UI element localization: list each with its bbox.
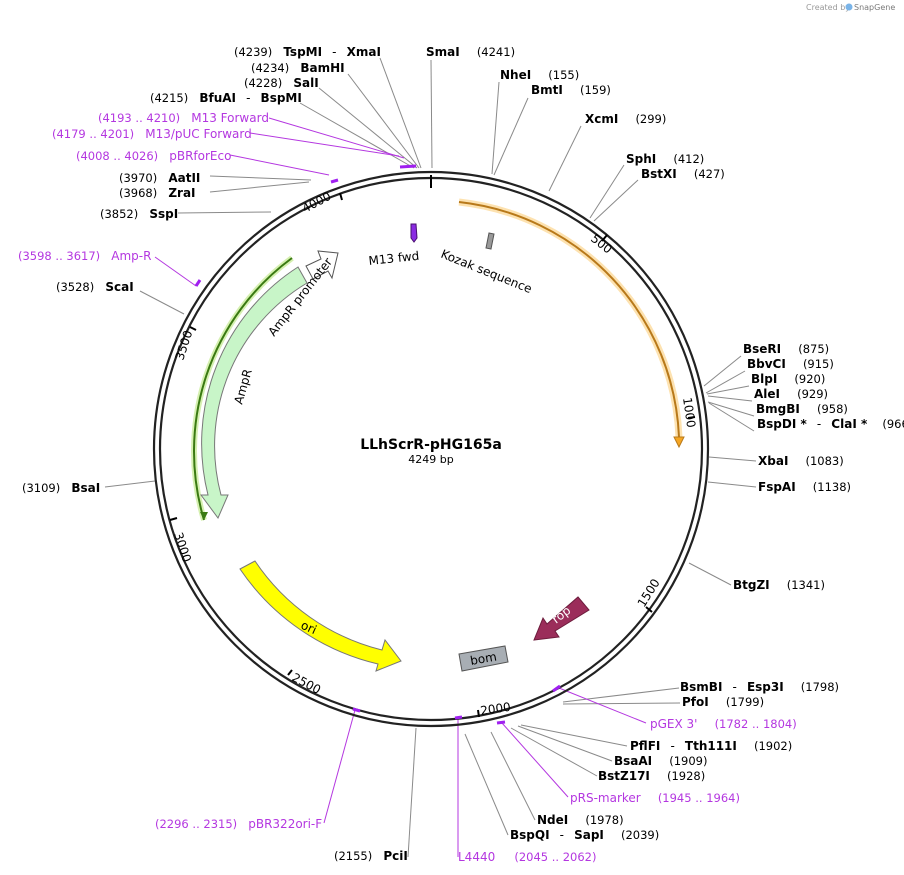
primer-pbr322ori-f: (2296 .. 2315) pBR322ori-F (155, 813, 322, 832)
site-bbvci: BbvCI (915) (747, 353, 834, 372)
site-aatii: (3970) AatII (119, 167, 200, 186)
site-blpi: BlpI (920) (751, 368, 825, 387)
site-bmti: BmtI (159) (531, 79, 611, 98)
primer-marks (194, 164, 561, 725)
primer-m13-puc-forward: (4179 .. 4201) M13/pUC Forward (52, 123, 252, 142)
site-bfuai-bspmi: (4215) BfuAI - BspMI (150, 87, 302, 106)
primer-leader-lines (154, 117, 647, 857)
site-smai: SmaI (4241) (426, 41, 515, 60)
site-alei: AleI (929) (754, 383, 828, 402)
site-bmgbi: BmgBI (958) (756, 398, 848, 417)
site-pfoi: PfoI (1799) (682, 691, 764, 710)
site-bspqi-sapi: BspQI - SapI (2039) (510, 824, 659, 843)
site-bspdi-clai: BspDI * - ClaI * (966) (757, 413, 904, 432)
site-xcmi: XcmI (299) (585, 108, 666, 127)
m13-fwd-arrow (410, 223, 418, 243)
orf-arc (458, 201, 680, 438)
bom-box (458, 645, 509, 672)
ampr-promoter-arrow (305, 250, 339, 280)
tick-label-2000: 2000 (479, 700, 511, 718)
orf-arrowhead (673, 436, 685, 449)
rop-arrow (533, 596, 590, 641)
site-nhei: NheI (155) (500, 64, 579, 83)
leader-lines (104, 57, 757, 858)
tick-marks (169, 192, 696, 718)
tick-label-1500: 1500 (635, 576, 663, 609)
tick-label-2500: 2500 (290, 670, 324, 697)
tick-label-500: 500 (588, 231, 615, 256)
site-zrai: (3968) ZraI (119, 182, 196, 201)
site-bsaai: BsaAI (1909) (614, 750, 707, 769)
feature-label-ori: ori (299, 618, 319, 637)
site-bstz17i: BstZ17I (1928) (598, 765, 705, 784)
site-bstxi: BstXI (427) (641, 163, 725, 182)
tick-label-3500: 3500 (173, 329, 196, 362)
site-sspi: (3852) SspI (100, 203, 178, 222)
site-fspai: FspAI (1138) (758, 476, 851, 495)
feature-label-kozak: Kozak sequence (439, 247, 534, 296)
site-bseri: BseRI (875) (743, 338, 829, 357)
site-bsmbi-esp3i: BsmBI - Esp3I (1798) (680, 676, 839, 695)
primer-l4440: L4440 (2045 .. 2062) (458, 846, 596, 865)
snapgene-brand: SnapGene (854, 3, 895, 12)
site-sphi: SphI (412) (626, 148, 704, 167)
created-by-label: Created by (806, 3, 850, 12)
site-bsai: (3109) BsaI (22, 477, 100, 496)
tick-label-1000: 1000 (680, 396, 698, 428)
kozak-mark (485, 232, 495, 250)
feature-label-bom: bom (469, 650, 498, 668)
tick-label-4000: 4000 (300, 189, 334, 216)
backbone-outer (152, 170, 710, 728)
ampr-arrow (200, 266, 308, 519)
primer-m13-forward: (4193 .. 4210) M13 Forward (98, 107, 269, 126)
plasmid-name: LLhScrR-pHG165a (360, 437, 502, 453)
site-pcii: (2155) PciI (334, 845, 408, 864)
ampr-orf-arrowhead (200, 512, 208, 520)
site-sali: (4228) SalI (244, 72, 319, 91)
primer-prs-marker: pRS-marker (1945 .. 1964) (570, 787, 740, 806)
site-bamhi: (4234) BamHI (251, 57, 345, 76)
tick-label-3000: 3000 (171, 531, 194, 564)
site-btgzi: BtgZI (1341) (733, 574, 825, 593)
primer-amp-r: (3598 .. 3617) Amp-R (18, 245, 151, 264)
site-scai: (3528) ScaI (56, 276, 134, 295)
ampr-orf-arc (193, 257, 293, 521)
primer-pgex-3: pGEX 3' (1782 .. 1804) (650, 713, 797, 732)
site-ndei: NdeI (1978) (537, 809, 624, 828)
ori-arrow (239, 560, 402, 672)
snapgene-logo-icon (845, 3, 853, 11)
site-pflfi-tth111i: PflFI - Tth111I (1902) (630, 735, 792, 754)
feature-label-ampr: AmpR (231, 367, 254, 405)
feature-label-m13-fwd: M13 fwd (368, 249, 420, 268)
plasmid-length: 4249 bp (408, 453, 453, 466)
site-tspmi-xmai: (4239) TspMI - XmaI (234, 41, 381, 60)
primer-pbrforeco: (4008 .. 4026) pBRforEco (76, 145, 231, 164)
site-xbai: XbaI (1083) (758, 450, 844, 469)
